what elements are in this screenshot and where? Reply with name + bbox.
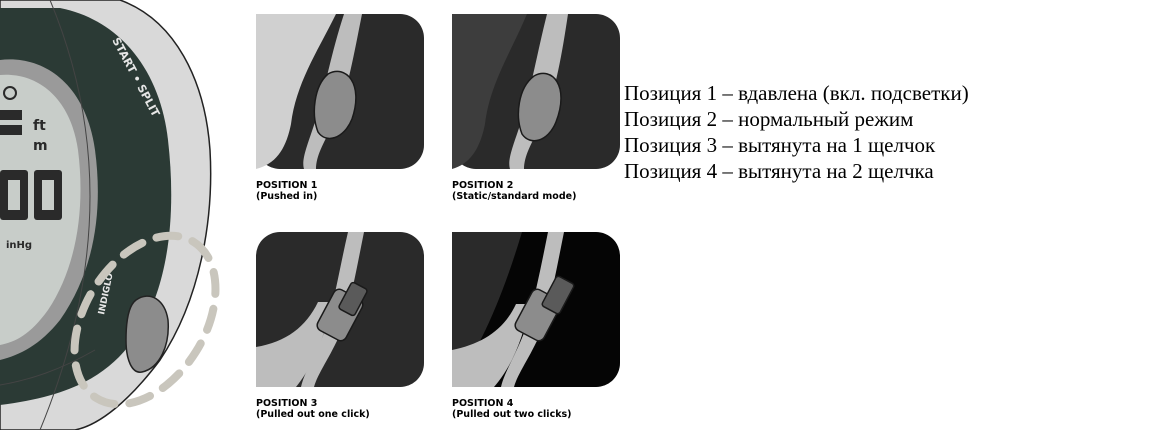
position-1-subtitle: (Pushed in) xyxy=(256,191,318,202)
position-2-subtitle: (Static/standard mode) xyxy=(452,191,577,202)
position-1-image xyxy=(256,14,424,169)
position-2-title: POSITION 2 xyxy=(452,180,514,191)
position-descriptions: Позиция 1 – вдавлена (вкл. подсветки) По… xyxy=(624,80,969,184)
lcd-unit-top: ft xyxy=(33,118,46,134)
position-4-subtitle: (Pulled out two clicks) xyxy=(452,409,572,420)
watch-illustration: ft m inHg START • SPLIT INDIGLO xyxy=(0,0,220,430)
position-4-caption: POSITION 4 (Pulled out two clicks) xyxy=(452,398,572,420)
lcd-unit-bottom: m xyxy=(33,138,48,154)
lcd-small-label: inHg xyxy=(6,240,32,251)
position-2-caption: POSITION 2 (Static/standard mode) xyxy=(452,180,576,202)
position-3-subtitle: (Pulled out one click) xyxy=(256,409,370,420)
watch-crown xyxy=(125,295,169,373)
crown-highlight-ring xyxy=(70,231,220,409)
description-line-4: Позиция 4 – вытянута на 2 щелчка xyxy=(624,159,934,183)
position-3-caption: POSITION 3 (Pulled out one click) xyxy=(256,398,370,420)
position-2-image xyxy=(452,14,620,169)
position-1-caption: POSITION 1 (Pushed in) xyxy=(256,180,317,202)
description-line-3: Позиция 3 – вытянута на 1 щелчок xyxy=(624,133,936,157)
position-3-image xyxy=(256,232,424,387)
position-1-title: POSITION 1 xyxy=(256,180,318,191)
description-line-1: Позиция 1 – вдавлена (вкл. подсветки) xyxy=(624,81,969,105)
lcd-digits xyxy=(0,110,62,220)
description-line-2: Позиция 2 – нормальный режим xyxy=(624,107,914,131)
position-4-image xyxy=(452,232,620,387)
position-4-title: POSITION 4 xyxy=(452,398,514,409)
position-3-title: POSITION 3 xyxy=(256,398,318,409)
lcd-stopwatch-icon xyxy=(3,86,17,100)
